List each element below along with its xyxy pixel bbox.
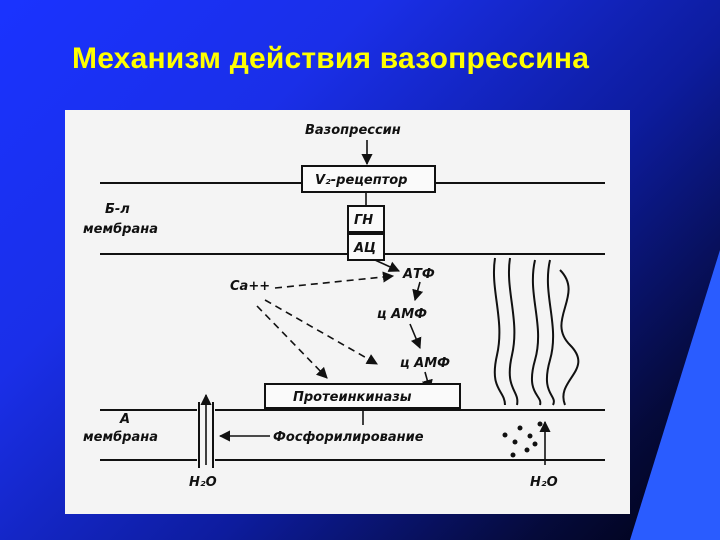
- background-wedge: [630, 250, 720, 540]
- phosphorylation-label: Фосфорилирование: [273, 430, 424, 445]
- a-membrane-label-line1: А: [119, 412, 130, 427]
- gn-box: [347, 205, 385, 233]
- receptor-box: [301, 165, 436, 193]
- vasopressin-label: Вазопрессин: [305, 123, 401, 138]
- gn-label: ГН: [354, 213, 373, 228]
- slide-title: Механизм действия вазопрессина: [72, 42, 590, 75]
- camp-label-2: ц АМФ: [400, 356, 450, 371]
- arrow-ac-atp: [374, 259, 401, 272]
- arrow-calcium-atp: [274, 271, 395, 289]
- atp-label: АТФ: [402, 267, 435, 282]
- arrow-atp-camp: [412, 281, 424, 302]
- ac-label: АЦ: [353, 241, 376, 256]
- a-membrane-label-line2: мембрана: [83, 430, 158, 445]
- calcium-label: Ca++: [230, 279, 270, 294]
- water-label-right: H₂O: [530, 475, 558, 490]
- water-label-left: H₂O: [189, 475, 217, 490]
- receptor-label: V₂-рецептор: [315, 173, 407, 188]
- vesicle-dots: [502, 421, 543, 458]
- ac-box: [347, 233, 385, 261]
- microtubule-chains: [492, 257, 580, 406]
- bl-membrane-label-line1: Б-л: [105, 202, 130, 217]
- camp-label-1: ц АМФ: [377, 307, 427, 322]
- diagram-panel: Вазопрессин V₂-рецептор ГН АЦ Б-л мембра…: [65, 110, 630, 514]
- arrow-calcium-kinases: [256, 305, 328, 379]
- mechanism-diagram: Вазопрессин V₂-рецептор ГН АЦ Б-л мембра…: [83, 123, 605, 490]
- arrow-camp-camp: [409, 323, 422, 350]
- arrow-calcium-camp: [264, 299, 378, 365]
- bl-membrane-label-line2: мембрана: [83, 222, 158, 237]
- protein-kinases-label: Протеинкиназы: [293, 390, 412, 405]
